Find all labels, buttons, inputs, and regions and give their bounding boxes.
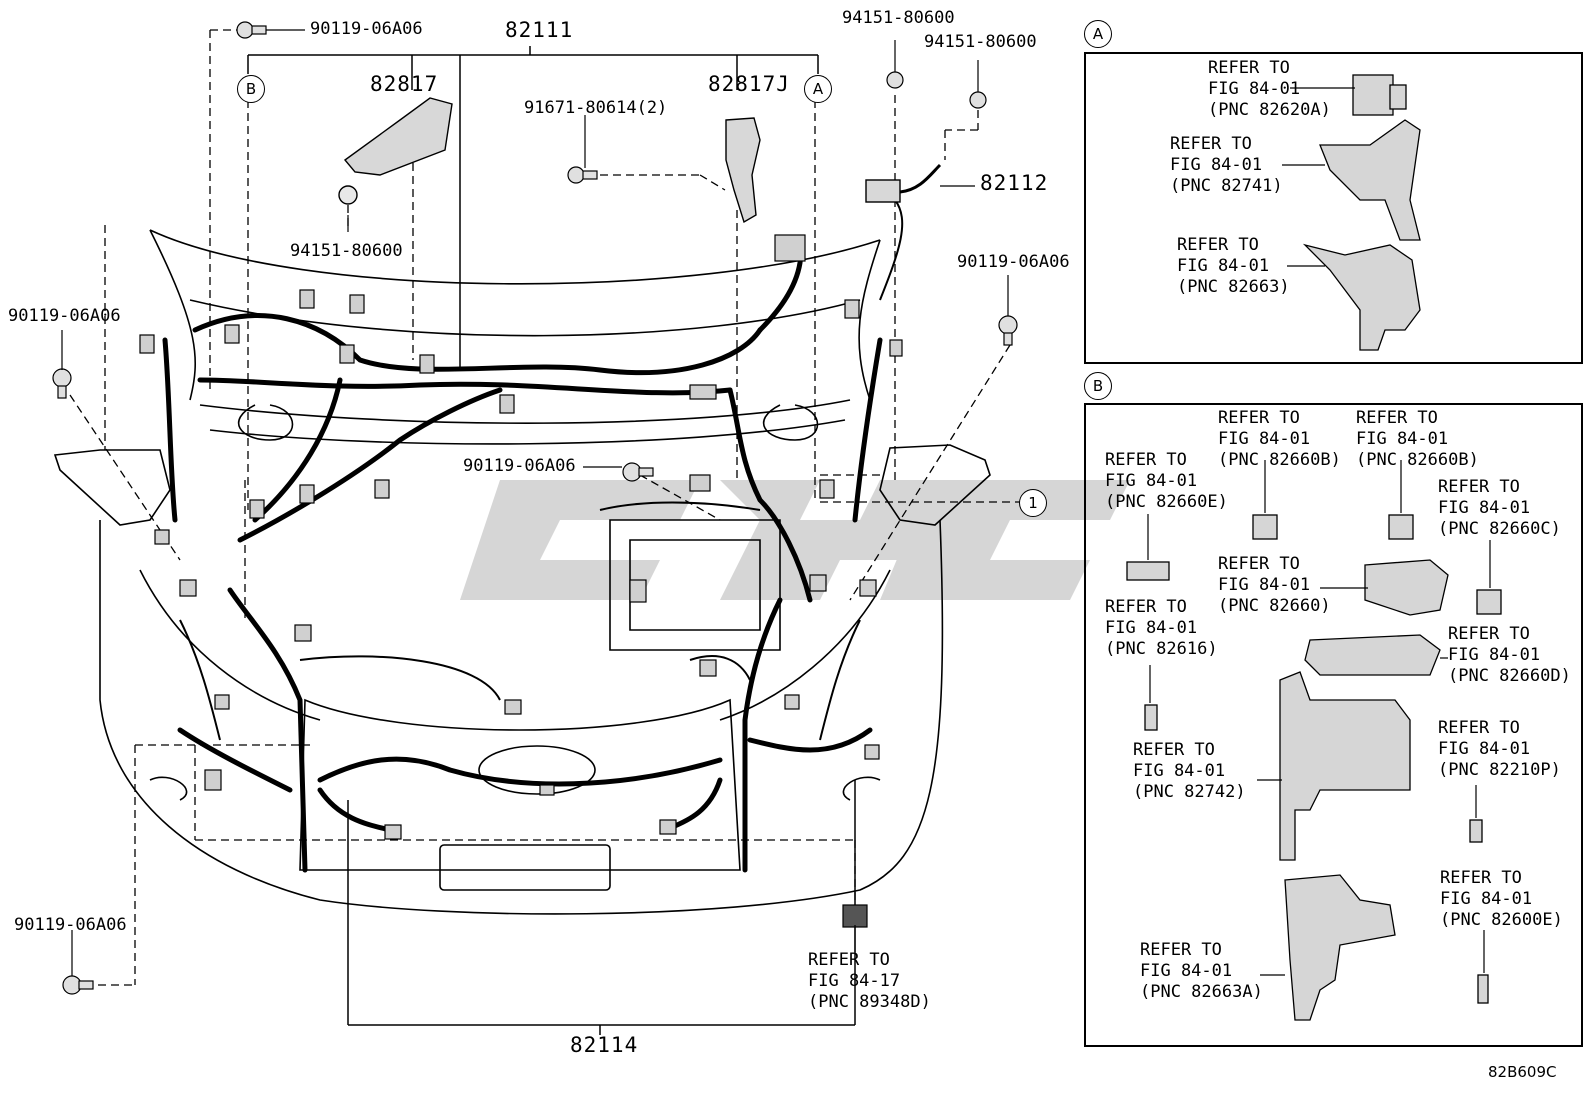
box-a-parts [1302,74,1421,351]
leader-lines [61,29,1009,976]
watermark-logo [460,480,1130,600]
callout-b-box: B [1084,372,1112,400]
component-82817J [725,117,761,224]
box-a-leaders [1282,87,1355,267]
connectors [139,234,903,840]
label-90119-left: 90119-06A06 [8,306,121,326]
fasteners [52,21,1018,995]
label-91671: 91671-80614(2) [524,98,668,118]
detail-box-a [1084,52,1583,364]
label-refer-89348D: REFER TO FIG 84-17 (PNC 89348D) [808,950,931,1012]
label-82817J: 82817J [708,72,790,96]
label-94151-a: 94151-80600 [842,8,955,28]
callout-a-main: A [804,75,832,103]
label-82111: 82111 [505,18,574,42]
box-b-ref-82742: REFER TO FIG 84-01 (PNC 82742) [1133,740,1246,802]
label-90119-bottom: 90119-06A06 [14,915,127,935]
label-94151-b: 94151-80600 [924,32,1037,52]
bracket-82111 [247,46,819,370]
label-82817: 82817 [370,72,439,96]
box-b-ref-82660E: REFER TO FIG 84-01 (PNC 82660E) [1105,450,1228,512]
box-b-ref-82210P: REFER TO FIG 84-01 (PNC 82210P) [1438,718,1561,780]
callout-a-box: A [1084,20,1112,48]
component-82817 [338,97,453,205]
box-b-ref-82600E: REFER TO FIG 84-01 (PNC 82600E) [1440,868,1563,930]
box-a-ref-82741: REFER TO FIG 84-01 (PNC 82741) [1170,134,1283,196]
wire-harness-thin [179,199,904,741]
box-b-ref-82660: REFER TO FIG 84-01 (PNC 82660) [1218,554,1331,616]
bracket-82114 [347,780,856,1035]
box-b-ref-82660B-2: REFER TO FIG 84-01 (PNC 82660B) [1356,408,1479,470]
box-b-ref-82660C: REFER TO FIG 84-01 (PNC 82660C) [1438,477,1561,539]
label-90119-top: 90119-06A06 [310,19,423,39]
box-b-ref-82616: REFER TO FIG 84-01 (PNC 82616) [1105,597,1218,659]
callout-1-main: 1 [1019,489,1047,517]
box-a-ref-82620A: REFER TO FIG 84-01 (PNC 82620A) [1208,58,1331,120]
label-90119-right: 90119-06A06 [957,252,1070,272]
box-b-parts [1126,514,1502,1021]
detail-box-b [1084,403,1583,1047]
wire-harness [162,237,883,873]
callout-b-main: B [237,75,265,103]
box-b-ref-82660D: REFER TO FIG 84-01 (PNC 82660D) [1448,624,1571,686]
component-82112 [865,163,942,203]
label-90119-mid: 90119-06A06 [463,456,576,476]
box-b-leaders [1147,460,1491,976]
box-b-ref-82663A: REFER TO FIG 84-01 (PNC 82663A) [1140,940,1263,1002]
box-b-ref-82660B-1: REFER TO FIG 84-01 (PNC 82660B) [1218,408,1341,470]
diagram-code: 82B609C [1488,1063,1557,1081]
dashed-leaders [69,29,1020,986]
car-body [53,229,991,915]
box-a-ref-82663: REFER TO FIG 84-01 (PNC 82663) [1177,235,1290,297]
label-82112: 82112 [980,171,1049,195]
label-82114: 82114 [570,1033,639,1057]
label-94151-c: 94151-80600 [290,241,403,261]
